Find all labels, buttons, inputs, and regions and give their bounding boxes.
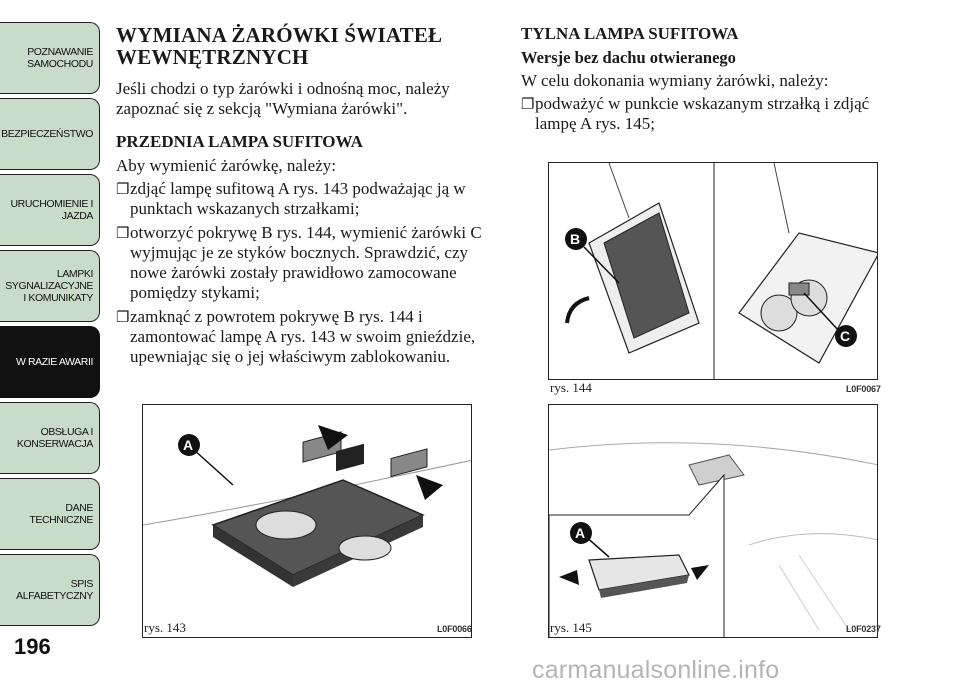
checkbox-bullet-icon: ❐ [116,182,130,198]
figure-144-caption: rys. 144 [550,380,592,395]
tab-uruchomienie-i-jazda[interactable]: URUCHOMIENIE I JAZDA [0,174,100,246]
tab-w-razie-awarii[interactable]: W RAZIE AWARII [0,326,100,398]
ceiling-lamp-open-illustration: B C [565,163,877,379]
steps-list-rear: ❐podważyć w punkcie wskazanym strzałką i… [521,94,891,134]
tab-obsluga-i-konserwacja[interactable]: OBSŁUGA I KONSERWACJA [0,402,100,474]
left-column: WYMIANA ŻARÓWKI ŚWIATEŁ WEWNĘTRZNYCH Jeś… [116,24,496,371]
page-title: WYMIANA ŻARÓWKI ŚWIATEŁ WEWNĘTRZNYCH [116,23,443,69]
section-title-rear: TYLNA LAMPA SUFITOWA [521,24,739,43]
figure-145: A [548,404,878,638]
figure-144: B C [548,162,878,380]
rear-ceiling-lamp-illustration: A [549,442,877,637]
checkbox-bullet-icon: ❐ [116,226,130,242]
figure-144-code: L0F0067 [846,384,881,394]
section-intro-front: Aby wymienić żarówkę, należy: [116,156,336,175]
tab-dane-techniczne[interactable]: DANE TECHNICZNE [0,478,100,550]
right-column: TYLNA LAMPA SUFITOWA Wersje bez dachu ot… [521,24,891,138]
label-a: A [575,525,585,541]
list-item: ❐zdjąć lampę sufitową A rys. 143 podważa… [116,179,466,218]
tab-bezpieczenstwo[interactable]: BEZPIECZEŃSTWO [0,98,100,170]
section-subtitle-rear: Wersje bez dachu otwieranego [521,48,736,67]
tab-poznawanie-samochodu[interactable]: POZNAWANIE SAMOCHODU [0,22,100,94]
label-c: C [840,328,850,344]
figure-145-caption: rys. 145 [550,620,592,635]
ceiling-lamp-front-illustration: A [143,425,471,587]
figure-145-code: L0F0237 [846,624,881,634]
section-title-front: PRZEDNIA LAMPA SUFITOWA [116,132,363,151]
list-item: ❐podważyć w punkcie wskazanym strzałką i… [521,94,870,133]
list-item: ❐otworzyć pokrywę B rys. 144, wymienić ż… [116,223,482,302]
steps-list-front: ❐zdjąć lampę sufitową A rys. 143 podważa… [116,179,496,367]
section-intro-rear: W celu dokonania wymiany żarówki, należy… [521,71,829,90]
tab-lampki-sygnalizacyjne[interactable]: LAMPKI SYGNALIZACYJNE I KOMUNIKATY [0,250,100,322]
label-a: A [183,437,193,453]
intro-text: Jeśli chodzi o typ żarówki i odnośną moc… [116,79,450,118]
figure-143-caption: rys. 143 [144,620,186,635]
figure-143-code: L0F0066 [437,624,472,634]
page-number: 196 [14,634,51,659]
tab-spis-alfabetyczny[interactable]: SPIS ALFABETYCZNY [0,554,100,626]
checkbox-bullet-icon: ❐ [521,97,535,113]
figure-143: A [142,404,472,638]
checkbox-bullet-icon: ❐ [116,310,130,326]
label-b: B [570,231,580,247]
watermark: carmanualsonline.info [532,656,780,684]
list-item: ❐zamknąć z powrotem pokrywę B rys. 144 i… [116,307,476,366]
